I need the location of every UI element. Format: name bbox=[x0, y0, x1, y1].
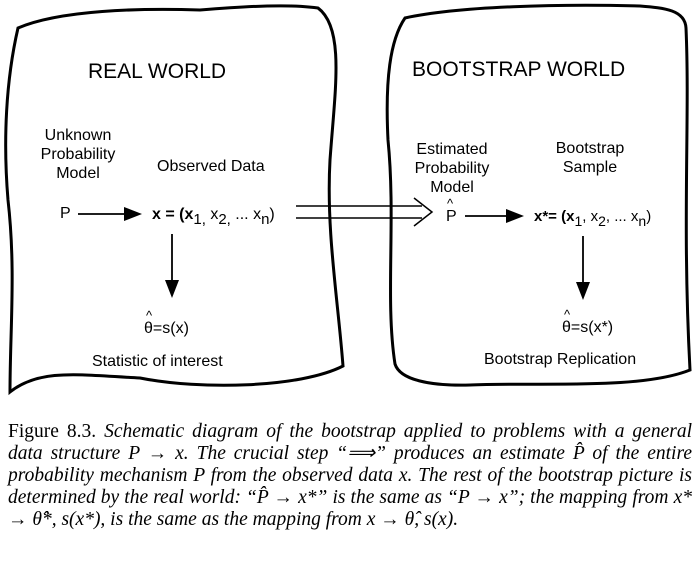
bootstrap-replication-label: Bootstrap Replication bbox=[484, 351, 636, 368]
real-world-title: REAL WORLD bbox=[88, 60, 226, 83]
theta-hat-statistic: θ=s(x) bbox=[144, 320, 189, 337]
observed-data-label: Observed Data bbox=[157, 158, 265, 175]
bootstrap-sample-label-line1: Bootstrap bbox=[556, 140, 625, 157]
real-world-blob bbox=[4, 4, 345, 396]
estimated-model-label-line1: Estimated bbox=[416, 141, 487, 158]
bootstrap-schematic-diagram: REAL WORLD Unknown Probability Model Obs… bbox=[4, 3, 692, 396]
unknown-model-label-line1: Unknown bbox=[45, 127, 112, 144]
x-to-stat-arrowhead bbox=[165, 280, 179, 298]
theta-hat-caret: ^ bbox=[146, 308, 153, 323]
theta-star-statistic: θ=s(x*) bbox=[562, 319, 613, 336]
estimated-model-label-line3: Model bbox=[430, 179, 474, 196]
Phat-to-xstar-arrowhead bbox=[506, 209, 524, 223]
P-to-x-arrowhead bbox=[124, 207, 142, 221]
bootstrap-sample-vector: x*= (x1, x2, ... xn) bbox=[534, 208, 651, 229]
xstar-to-stat-arrowhead bbox=[576, 282, 590, 300]
bootstrap-sample-label-line2: Sample bbox=[563, 159, 617, 176]
unknown-model-label-line2: Probability bbox=[41, 146, 116, 163]
P-symbol: P bbox=[60, 205, 71, 222]
theta-star-caret: ^ bbox=[564, 307, 571, 322]
implication-arrowhead bbox=[413, 197, 434, 227]
P-hat-symbol: P bbox=[446, 208, 457, 225]
observed-data-vector: x = (x1, x2, ... xn) bbox=[152, 206, 275, 228]
bootstrap-world-title: BOOTSTRAP WORLD bbox=[412, 58, 625, 81]
figure-caption-text: Schematic diagram of the bootstrap appli… bbox=[8, 421, 692, 530]
figure-caption: Figure 8.3. Schematic diagram of the boo… bbox=[8, 421, 692, 531]
unknown-model-label-line3: Model bbox=[56, 165, 100, 182]
P-hat-caret: ^ bbox=[447, 196, 454, 211]
estimated-model-label-line2: Probability bbox=[415, 160, 490, 177]
bootstrap-world-blob bbox=[385, 3, 692, 387]
figure-caption-label: Figure 8.3. bbox=[8, 421, 97, 442]
statistic-of-interest-label: Statistic of interest bbox=[92, 353, 223, 370]
